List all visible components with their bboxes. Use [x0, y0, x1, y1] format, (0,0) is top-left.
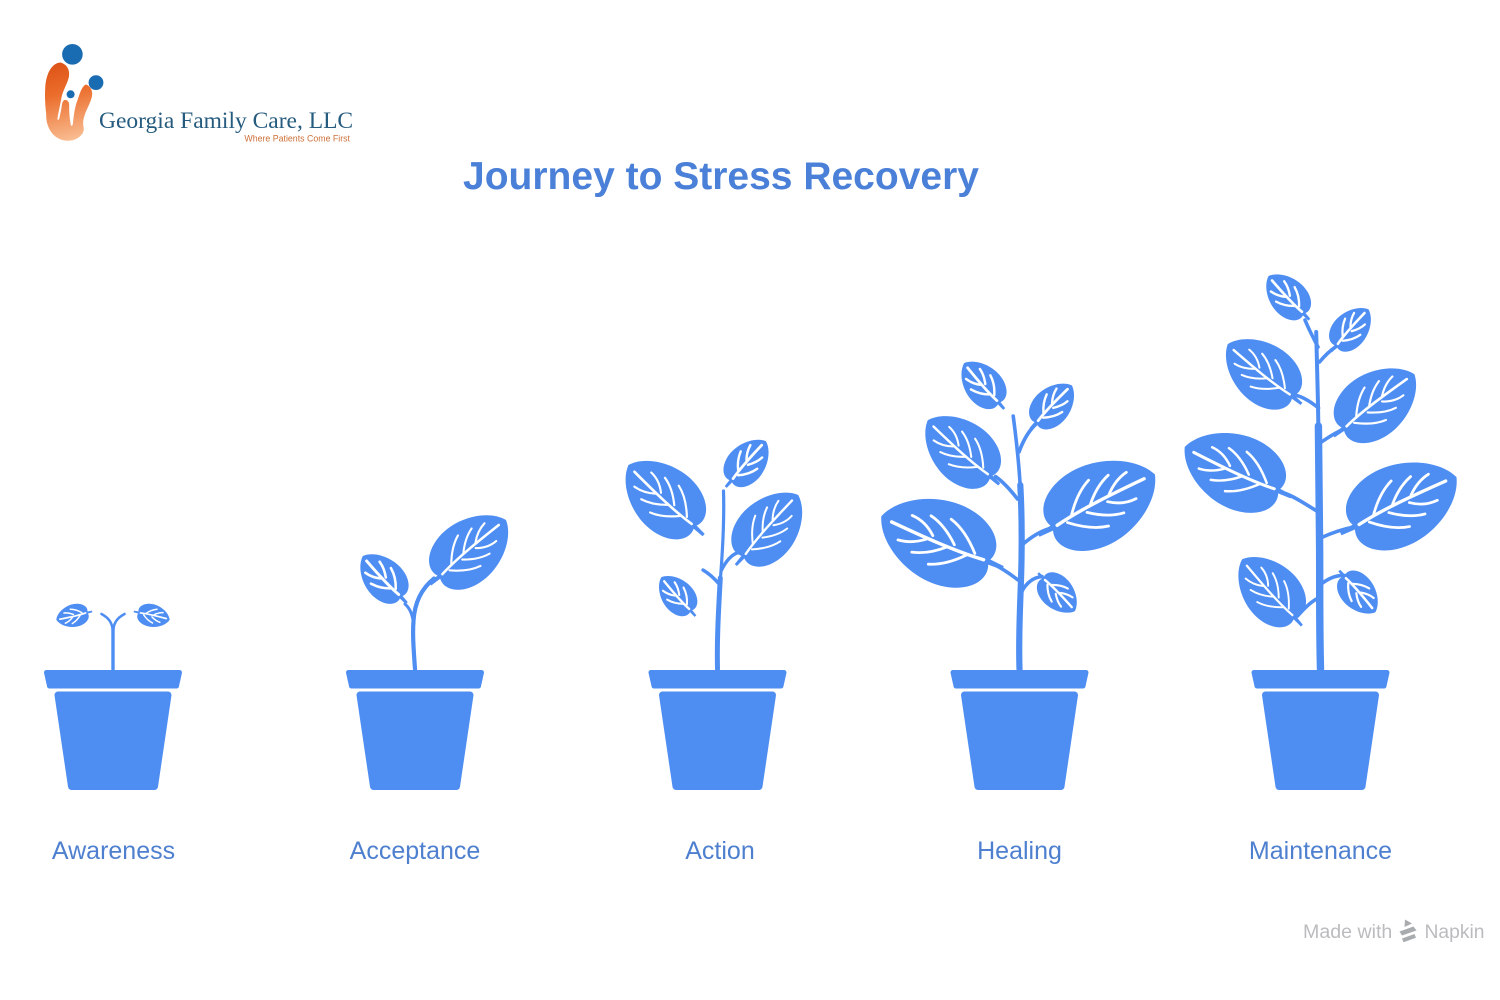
svg-text:Awareness: Awareness: [52, 837, 175, 865]
svg-text:Where Patients Come First: Where Patients Come First: [244, 134, 350, 144]
svg-text:Napkin: Napkin: [1424, 922, 1484, 943]
svg-text:Journey to Stress Recovery: Journey to Stress Recovery: [463, 155, 979, 198]
svg-text:Acceptance: Acceptance: [350, 837, 481, 865]
svg-text:Healing: Healing: [977, 837, 1062, 865]
svg-text:Made with: Made with: [1303, 921, 1392, 943]
svg-text:Action: Action: [685, 837, 754, 865]
svg-text:Georgia Family Care, LLC: Georgia Family Care, LLC: [99, 108, 353, 134]
svg-text:Maintenance: Maintenance: [1249, 837, 1392, 865]
